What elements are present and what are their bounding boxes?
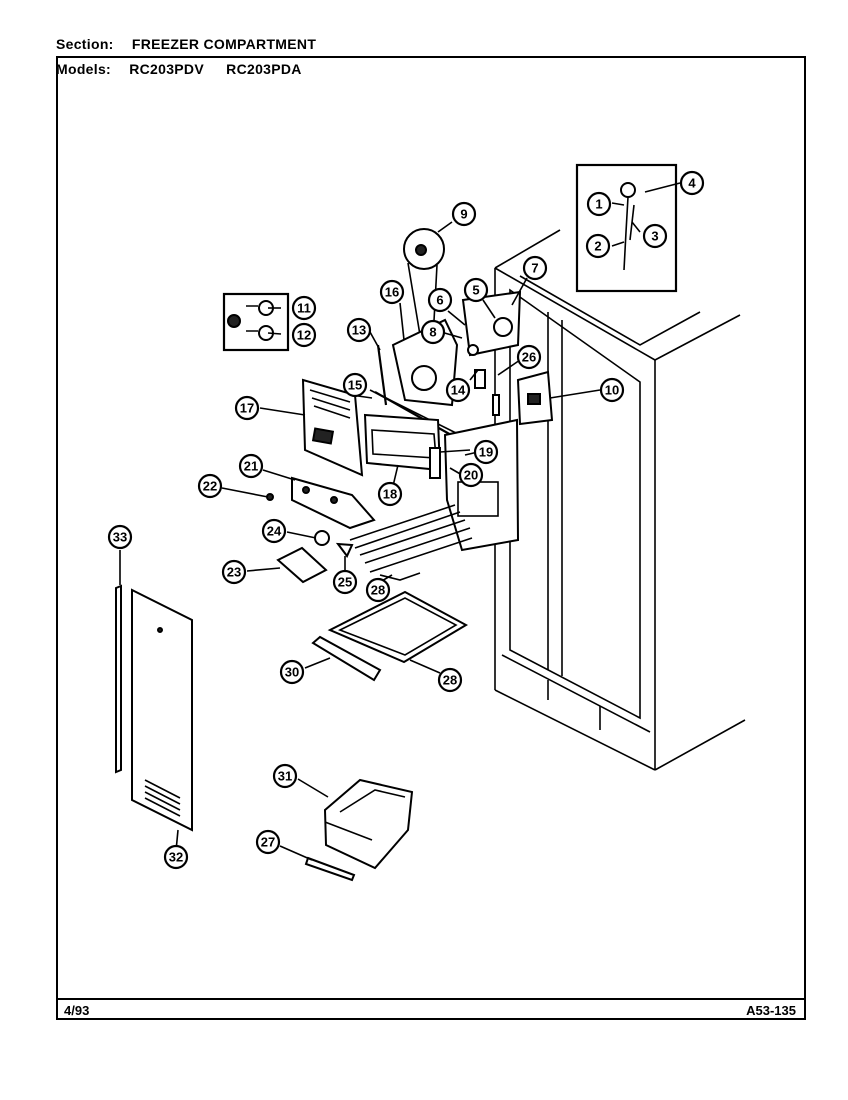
- svg-text:31: 31: [278, 769, 292, 784]
- inset-valve-detail: [575, 163, 681, 293]
- callout-23: 23: [221, 559, 247, 585]
- callout-25: 25: [332, 569, 358, 595]
- callout-18: 18: [377, 481, 403, 507]
- callout-12: 12: [291, 322, 317, 348]
- svg-text:14: 14: [451, 383, 466, 398]
- callout-26: 26: [516, 344, 542, 370]
- svg-text:9: 9: [460, 207, 467, 222]
- models-key: Models:: [56, 61, 111, 77]
- svg-text:19: 19: [479, 445, 493, 460]
- icemaker-assembly-drawing: [266, 221, 554, 682]
- svg-text:26: 26: [522, 350, 536, 365]
- svg-text:10: 10: [605, 383, 619, 398]
- models-header: Models: RC203PDV RC203PDA: [56, 61, 320, 77]
- callout-20: 20: [458, 462, 484, 488]
- callout-32: 32: [163, 844, 189, 870]
- ice-bucket-drawing: [304, 778, 414, 882]
- svg-text:8: 8: [429, 325, 436, 340]
- callout-17: 17: [234, 395, 260, 421]
- callout-33: 33: [107, 524, 133, 550]
- callout-15: 15: [342, 372, 368, 398]
- callout-5: 5: [463, 277, 489, 303]
- callout-11: 11: [291, 295, 317, 321]
- cabinet-drawing: [494, 229, 746, 771]
- svg-text:15: 15: [348, 378, 362, 393]
- callout-4: 4: [679, 170, 705, 196]
- svg-text:20: 20: [464, 468, 478, 483]
- diagram-frame: [56, 56, 806, 1020]
- callout-16: 16: [379, 279, 405, 305]
- svg-text:28: 28: [371, 583, 385, 598]
- svg-text:17: 17: [240, 401, 254, 416]
- callout-31: 31: [272, 763, 298, 789]
- svg-text:18: 18: [383, 487, 397, 502]
- section-header: Section: FREEZER COMPARTMENT: [56, 36, 316, 52]
- svg-text:7: 7: [531, 261, 538, 276]
- svg-text:27: 27: [261, 835, 275, 850]
- side-panel-drawing: [115, 584, 193, 832]
- model-1: RC203PDV: [129, 61, 204, 77]
- section-value: FREEZER COMPARTMENT: [131, 36, 317, 52]
- svg-text:16: 16: [385, 285, 399, 300]
- inset-fastener-detail: [222, 292, 290, 352]
- svg-text:23: 23: [227, 565, 241, 580]
- callout-14: 14: [445, 377, 471, 403]
- model-2: RC203PDA: [226, 61, 302, 77]
- svg-text:12: 12: [297, 328, 311, 343]
- svg-text:11: 11: [297, 301, 311, 316]
- callout-27: 27: [255, 829, 281, 855]
- callout-7: 7: [522, 255, 548, 281]
- callout-9: 9: [451, 201, 477, 227]
- callout-30: 30: [279, 659, 305, 685]
- callout-3: 3: [642, 223, 668, 249]
- svg-text:33: 33: [113, 530, 127, 545]
- footer-date: 4/93: [64, 1003, 90, 1018]
- svg-text:5: 5: [472, 283, 479, 298]
- svg-text:3: 3: [651, 229, 658, 244]
- svg-text:30: 30: [285, 665, 299, 680]
- svg-text:25: 25: [338, 575, 352, 590]
- svg-text:13: 13: [352, 323, 366, 338]
- callout-13: 13: [346, 317, 372, 343]
- callout-1: 1: [586, 191, 612, 217]
- callout-28-lower: 28: [437, 667, 463, 693]
- svg-text:1: 1: [595, 197, 602, 212]
- callout-8: 8: [420, 319, 446, 345]
- callout-19: 19: [473, 439, 499, 465]
- svg-text:28: 28: [443, 673, 457, 688]
- svg-text:32: 32: [169, 850, 183, 865]
- callout-28-upper: 28: [365, 577, 391, 603]
- svg-text:2: 2: [594, 239, 601, 254]
- callout-2: 2: [585, 233, 611, 259]
- callout-24: 24: [261, 518, 287, 544]
- footer-doc-number: A53-135: [746, 1003, 796, 1018]
- svg-text:6: 6: [436, 293, 443, 308]
- svg-text:22: 22: [203, 479, 217, 494]
- svg-text:4: 4: [688, 176, 696, 191]
- footer-rule: [56, 998, 806, 1000]
- callout-22: 22: [197, 473, 223, 499]
- callout-6: 6: [427, 287, 453, 313]
- callout-21: 21: [238, 453, 264, 479]
- svg-text:21: 21: [244, 459, 258, 474]
- svg-text:24: 24: [267, 524, 282, 539]
- section-key: Section:: [56, 36, 114, 52]
- callout-10: 10: [599, 377, 625, 403]
